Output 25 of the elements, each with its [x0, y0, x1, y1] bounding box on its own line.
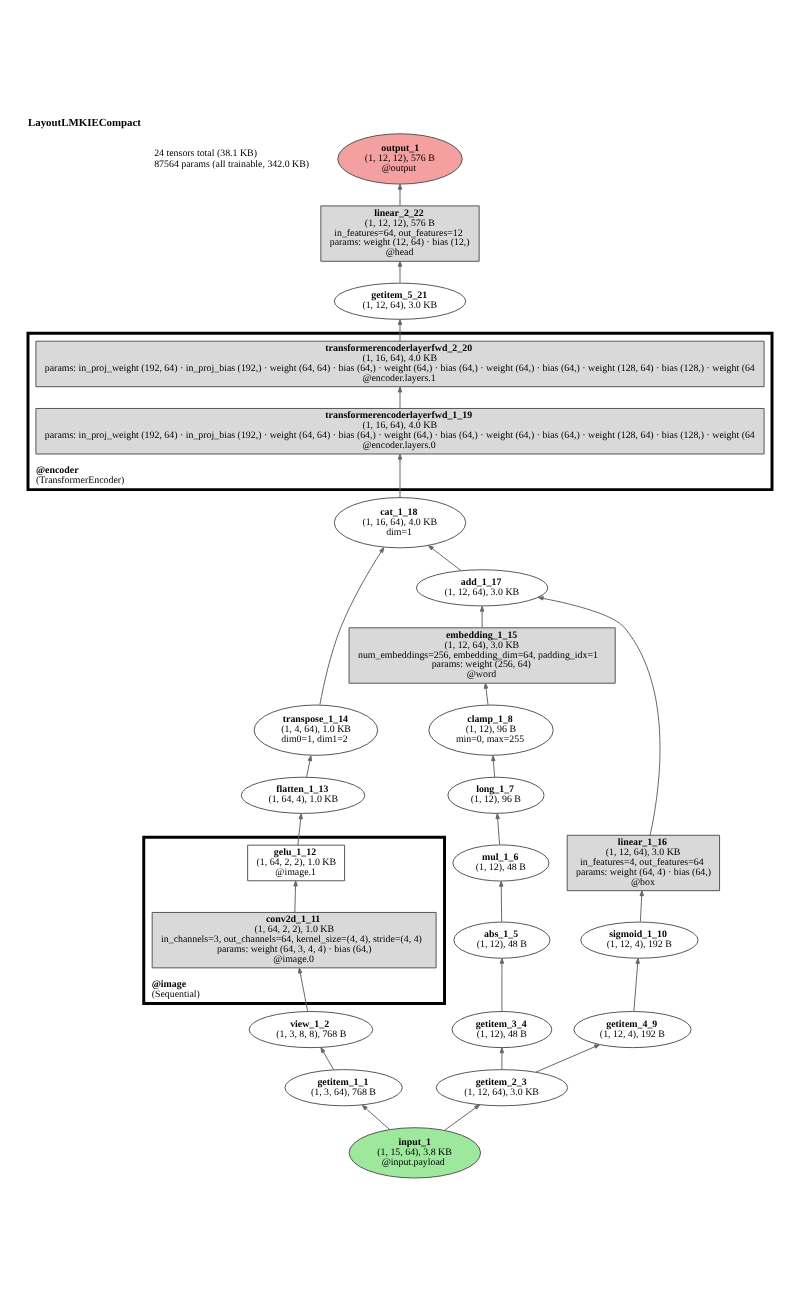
arrow — [397, 318, 403, 341]
arrow — [633, 956, 640, 1011]
arrow — [639, 889, 644, 922]
arrow — [297, 812, 303, 845]
arrow — [535, 1043, 601, 1072]
arrow — [483, 681, 489, 705]
arrow — [361, 1103, 390, 1129]
arrow — [298, 966, 309, 1011]
arrow — [491, 754, 496, 777]
arrow — [428, 544, 462, 571]
arrow — [306, 754, 313, 777]
arrow — [397, 385, 403, 408]
arrow — [537, 595, 661, 835]
arrow — [320, 1046, 335, 1070]
arrow — [293, 879, 298, 912]
arrow — [479, 604, 485, 628]
arrow — [444, 1103, 481, 1130]
arrow — [495, 812, 501, 845]
arrow — [397, 182, 403, 206]
arrow — [319, 546, 385, 705]
arrow — [397, 259, 403, 283]
arrow — [499, 1046, 505, 1069]
arrow — [499, 956, 505, 1011]
arrow — [397, 452, 403, 497]
arrow — [499, 879, 504, 922]
